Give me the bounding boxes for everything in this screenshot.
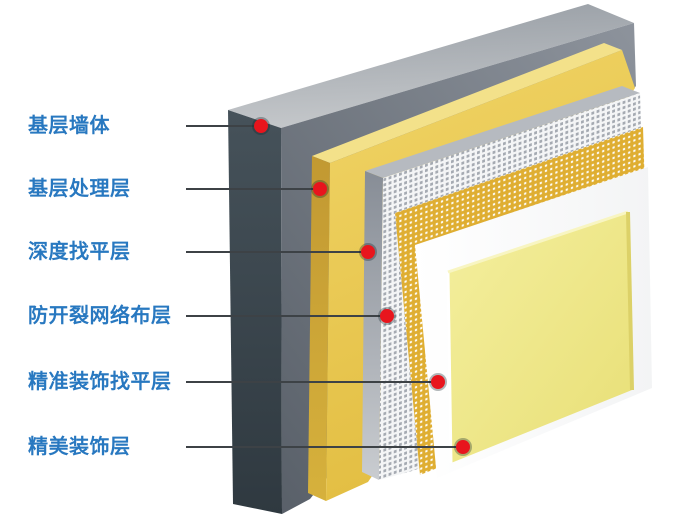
base-wall-left-edge	[228, 110, 282, 514]
fine-decor-panel-right-edge	[626, 211, 634, 391]
fine-decor-panel-face	[448, 212, 632, 463]
layer-fine-decor-coat	[446, 210, 634, 464]
base-treatment-top-face	[312, 43, 622, 163]
base-wall-top-face	[228, 4, 634, 128]
fine-decor-panel-left-highlight	[446, 271, 453, 464]
fine-decor-panel-top-highlight	[447, 210, 629, 274]
base-treatment-left-edge	[308, 156, 330, 501]
deep-leveling-top-face	[365, 86, 640, 178]
